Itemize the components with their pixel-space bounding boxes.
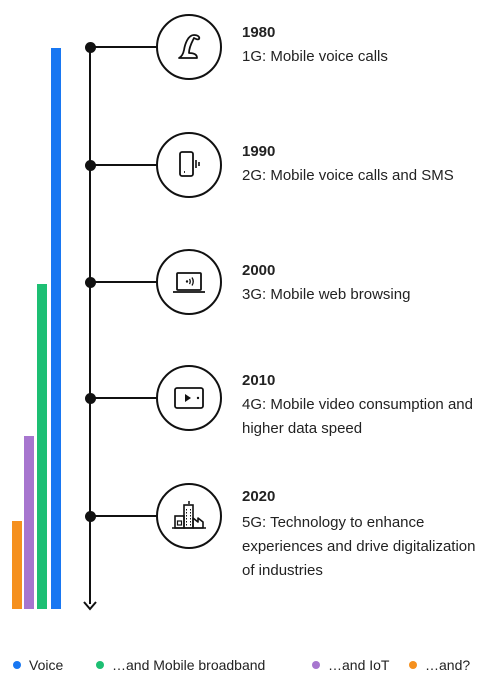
timeline-dot-2010 — [85, 393, 96, 404]
vibrating-phone-icon — [179, 151, 200, 177]
bar-and — [12, 521, 22, 609]
legend-item-mobile-broadband: …and Mobile broadband — [96, 657, 265, 673]
icon-circle-1990 — [156, 132, 222, 198]
icon-circle-2000 — [156, 249, 222, 315]
connector-2010 — [90, 397, 158, 399]
legend-item-voice: Voice — [13, 657, 63, 673]
icon-circle-2020 — [156, 483, 222, 549]
bar-voice — [51, 48, 61, 609]
timeline-dot-2000 — [85, 277, 96, 288]
icon-circle-1980 — [156, 14, 222, 80]
era-year: 1980 — [242, 24, 276, 41]
legend-dot-icon — [96, 661, 104, 669]
era-year: 1990 — [242, 143, 276, 160]
era-description: 1G: Mobile voice calls — [242, 48, 388, 65]
timeline-dot-1980 — [85, 42, 96, 53]
legend-dot-icon — [409, 661, 417, 669]
connector-2000 — [90, 281, 158, 283]
timeline-dot-1990 — [85, 160, 96, 171]
timeline-arrow-head — [83, 601, 97, 611]
factory-city-icon — [172, 501, 206, 529]
era-description: 2G: Mobile voice calls and SMS — [242, 167, 454, 184]
legend-label: …and IoT — [328, 657, 390, 673]
connector-1980 — [90, 46, 158, 48]
legend-label: Voice — [29, 657, 64, 673]
icon-circle-2010 — [156, 365, 222, 431]
legend-dot-icon — [312, 661, 320, 669]
timeline-axis — [89, 44, 91, 604]
era-year: 2020 — [242, 488, 276, 505]
legend-label: …and? — [425, 657, 471, 673]
bar-iot — [24, 436, 34, 609]
connector-2020 — [90, 515, 158, 517]
telephone-handset-icon — [178, 34, 201, 59]
connector-1990 — [90, 164, 158, 166]
legend-item-and: …and? — [409, 657, 470, 673]
era-description: 3G: Mobile web browsing — [242, 286, 411, 303]
bar-mobile-broadband — [37, 284, 47, 609]
legend-item-iot: …and IoT — [312, 657, 389, 673]
legend-dot-icon — [13, 661, 21, 669]
era-year: 2010 — [242, 372, 276, 389]
era-year: 2000 — [242, 262, 276, 279]
era-description: 5G: Technology to enhance experiences an… — [242, 514, 476, 579]
video-tablet-icon — [174, 387, 204, 409]
legend-label: …and Mobile broadband — [112, 657, 266, 673]
era-description: 4G: Mobile video consumption and higher … — [242, 396, 473, 437]
timeline-dot-2020 — [85, 511, 96, 522]
laptop-wifi-icon — [173, 272, 205, 293]
